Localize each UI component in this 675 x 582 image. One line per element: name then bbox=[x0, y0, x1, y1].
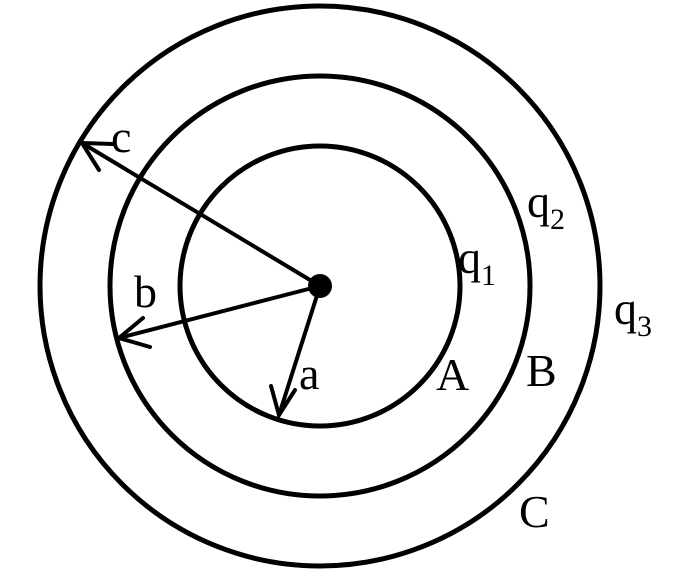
center-point bbox=[308, 274, 332, 298]
radius-b-label: b bbox=[134, 266, 157, 317]
radius-b-arrow bbox=[114, 284, 322, 349]
shell-a-circle bbox=[177, 143, 463, 429]
shell-c-label: C bbox=[519, 486, 550, 537]
shell-a-label: A bbox=[436, 349, 469, 400]
shell-b-label: B bbox=[526, 345, 557, 396]
radius-c-label: c bbox=[111, 111, 131, 162]
charge-q2-label: q2 bbox=[527, 176, 565, 236]
radius-a-arrow bbox=[269, 284, 322, 420]
radius-a-label: a bbox=[299, 348, 319, 399]
charge-q3-label: q3 bbox=[614, 283, 652, 343]
charge-q1-label: q1 bbox=[458, 232, 496, 292]
shell-c-circle bbox=[37, 3, 603, 569]
radius-c-arrow bbox=[78, 140, 322, 288]
shell-b-circle bbox=[107, 73, 533, 499]
